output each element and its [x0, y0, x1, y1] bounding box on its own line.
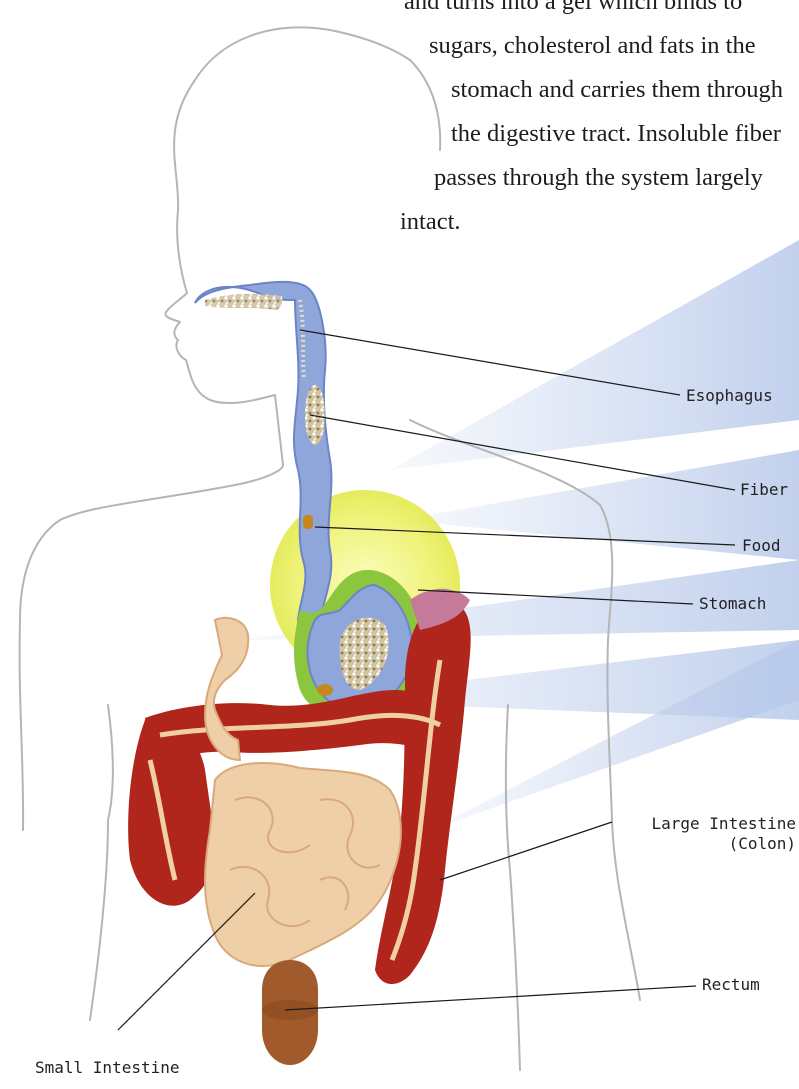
label-esophagus: Esophagus	[686, 386, 773, 406]
label-small-intestine: Small Intestine	[35, 1058, 180, 1078]
rectum-shape	[262, 960, 318, 1065]
leader-line-large-intestine	[440, 822, 612, 880]
intro-line: and turns into a gel which binds to	[404, 0, 742, 16]
label-stomach: Stomach	[699, 594, 766, 614]
label-fiber: Fiber	[740, 480, 788, 500]
intro-line: the digestive tract. Insoluble fiber	[451, 120, 781, 148]
label-large-intestine-line1: Large Intestine	[630, 814, 796, 834]
intro-line: stomach and carries them through	[451, 76, 783, 104]
leader-line-small-intestine	[118, 893, 255, 1030]
label-food: Food	[742, 536, 781, 556]
label-large-intestine: Large Intestine (Colon)	[630, 814, 796, 854]
intro-line: sugars, cholesterol and fats in the	[429, 32, 756, 60]
intro-line: intact.	[400, 208, 461, 236]
esophagus-shape	[195, 282, 331, 620]
intro-text: and turns into a gel which binds to suga…	[0, 0, 799, 268]
label-rectum: Rectum	[702, 975, 760, 995]
leader-line-rectum	[285, 986, 696, 1010]
intro-line: passes through the system largely	[434, 164, 763, 192]
label-large-intestine-line2: (Colon)	[630, 834, 796, 854]
